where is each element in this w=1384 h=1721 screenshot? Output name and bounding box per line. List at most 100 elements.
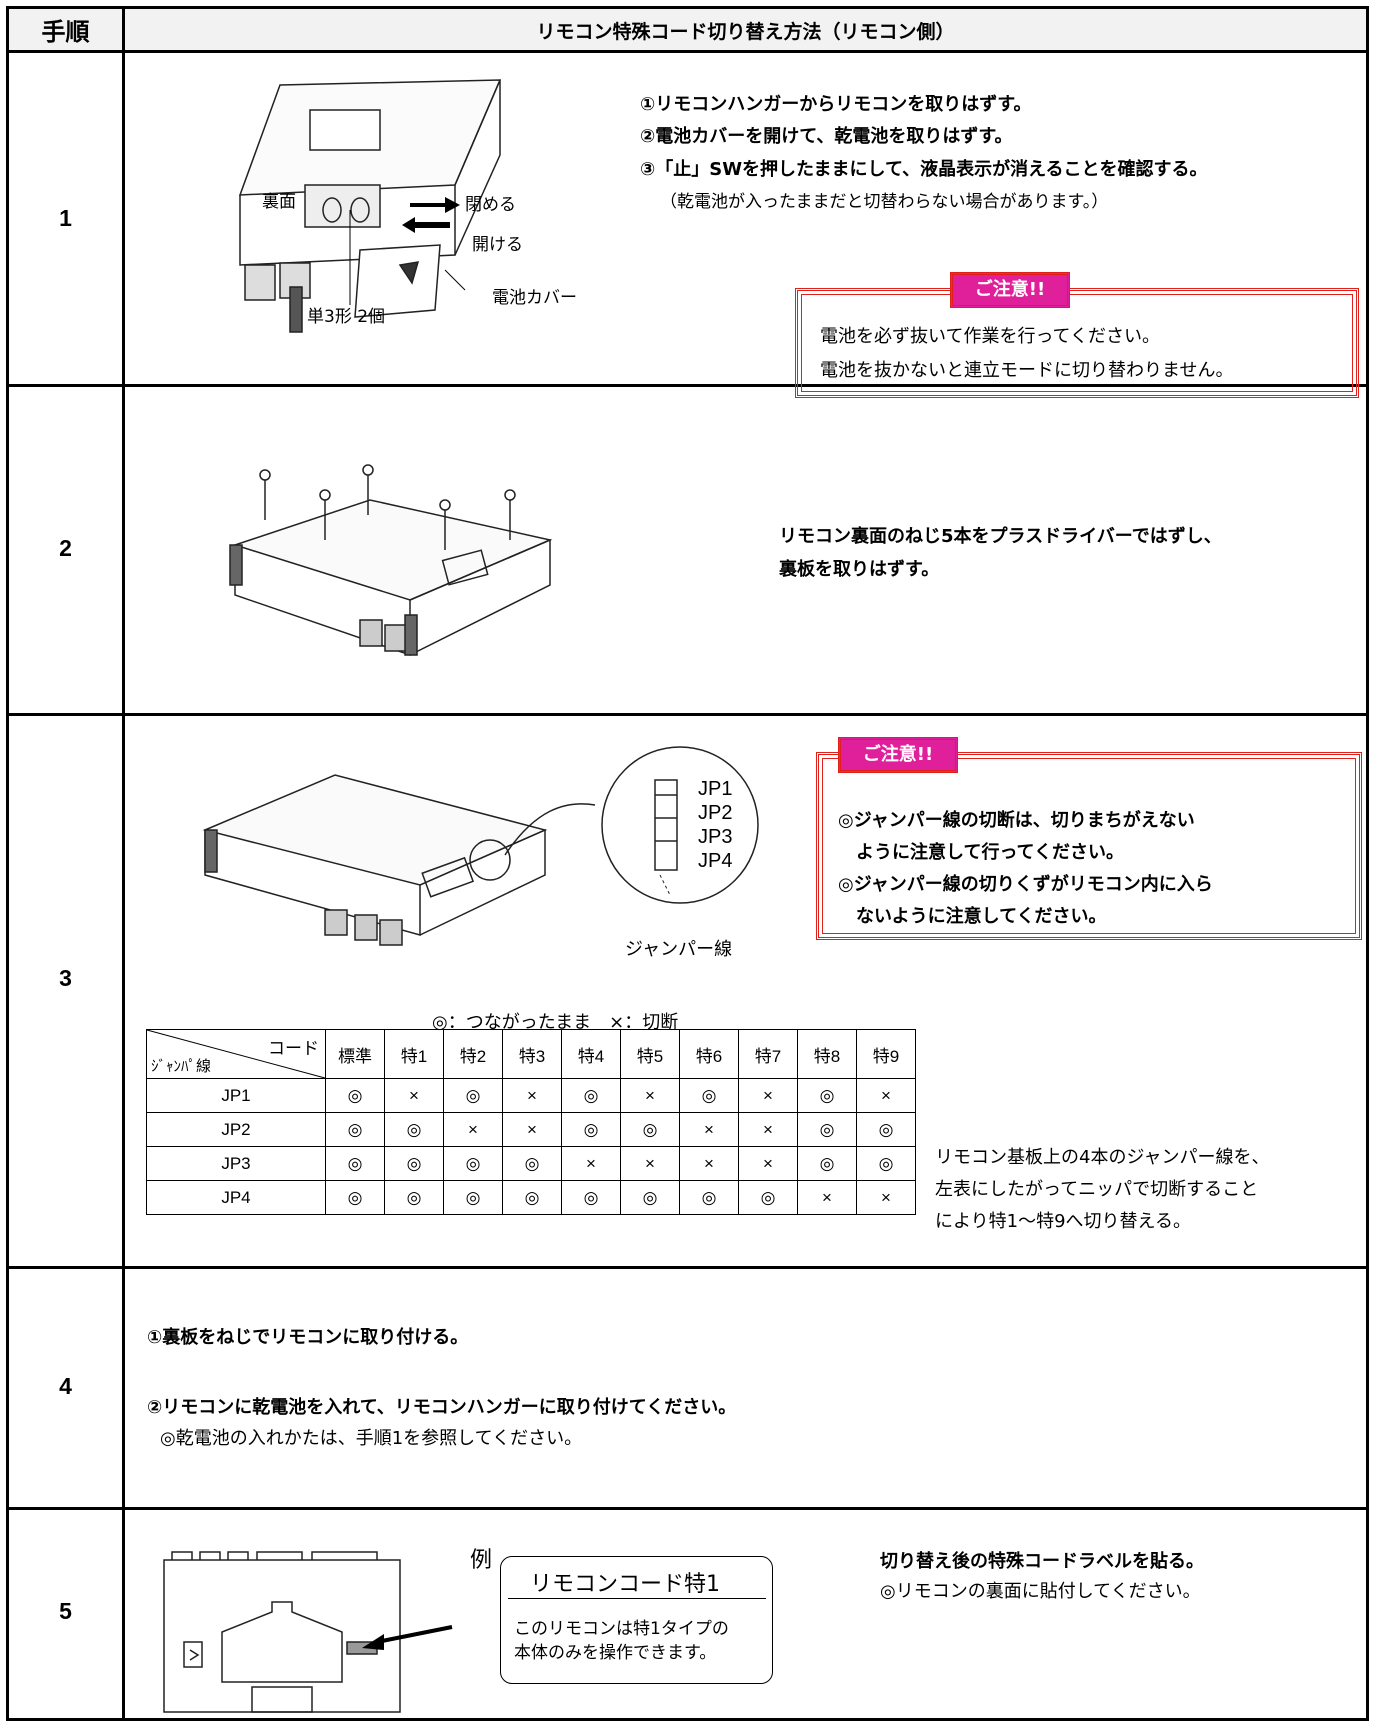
table-row: JP1 ◎ × ◎ × ◎ × ◎ × ◎ ×: [146, 1078, 916, 1113]
corner-label-jumper: ｼﾞｬﾝﾊﾟ線: [151, 1058, 212, 1075]
table-cell: ◎: [738, 1180, 798, 1215]
illustration-label-close: 閉める: [465, 195, 516, 215]
step3-caution-line-2: ように注意して行ってください。: [856, 842, 1125, 863]
table-cell: ◎: [325, 1180, 385, 1215]
row-divider: [6, 384, 1369, 387]
table-cell: ◎: [502, 1146, 562, 1181]
table-cell: ◎: [856, 1146, 916, 1181]
table-cell: ◎: [797, 1112, 857, 1147]
step1-caution-line-2: 電池を抜かないと連立モードに切り替わりません。: [820, 360, 1234, 381]
row-header: JP3: [146, 1146, 326, 1181]
step4-instruction-2: ②リモコンに乾電池を入れて、リモコンハンガーに取り付けてください。: [147, 1397, 737, 1418]
row-divider: [6, 1266, 1369, 1269]
remote-screws-illustration: [229, 464, 553, 657]
step-number-2: 2: [59, 535, 72, 561]
table-cell: ◎: [443, 1146, 503, 1181]
column-header: 特3: [502, 1029, 562, 1079]
header-step-label: 手順: [41, 18, 90, 46]
corner-label-code: コード: [268, 1039, 319, 1058]
table-cell: ×: [620, 1146, 680, 1181]
column-header: 特8: [797, 1029, 857, 1079]
step-number-3: 3: [59, 965, 72, 991]
code-label-line-2: 本体のみを操作できます。: [514, 1643, 717, 1663]
table-cell: ◎: [561, 1112, 621, 1147]
table-cell: ◎: [797, 1078, 857, 1113]
step1-instruction-3: ③「止」SWを押したままにして、液晶表示が消えることを確認する。: [640, 159, 1208, 180]
table-cell: ◎: [502, 1180, 562, 1215]
step2-instruction-2: 裏板を取りはずす。: [779, 559, 940, 580]
jumper-code-table: コード ｼﾞｬﾝﾊﾟ線 標準 特1 特2 特3 特4 特5 特6 特7 特8 特…: [146, 1029, 916, 1215]
illustration-label-open: 開ける: [472, 235, 523, 255]
column-header: 特2: [443, 1029, 503, 1079]
table-cell: ×: [738, 1112, 798, 1147]
table-cell: ◎: [679, 1078, 739, 1113]
table-cell: ◎: [620, 1180, 680, 1215]
jumper-label-jp3: JP3: [698, 826, 733, 848]
row-header: JP4: [146, 1180, 326, 1215]
step3-explain-3: により特1～特9へ切り替える。: [935, 1211, 1192, 1232]
table-cell: ×: [679, 1112, 739, 1147]
remote-back-label-illustration: [163, 1551, 453, 1713]
table-cell: ×: [384, 1078, 444, 1113]
column-header: 標準: [325, 1029, 385, 1079]
code-label-title: リモコンコード特1: [530, 1572, 720, 1597]
column-divider: [122, 6, 125, 1721]
example-label: 例: [470, 1548, 493, 1573]
step5-instruction-1: 切り替え後の特殊コードラベルを貼る。: [880, 1551, 1204, 1572]
table-cell: ×: [856, 1078, 916, 1113]
jumper-zoom-circle: [601, 746, 759, 904]
table-cell: ×: [738, 1078, 798, 1113]
code-label-divider: [508, 1598, 766, 1599]
remote-back-battery-illustration: [238, 79, 502, 333]
table-cell: ◎: [856, 1112, 916, 1147]
code-label-line-1: このリモコンは特1タイプの: [514, 1619, 729, 1639]
table-header-row: コード ｼﾞｬﾝﾊﾟ線 標準 特1 特2 特3 特4 特5 特6 特7 特8 特…: [146, 1029, 916, 1079]
step3-explain-1: リモコン基板上の4本のジャンパー線を、: [935, 1147, 1270, 1168]
table-cell: ×: [856, 1180, 916, 1215]
header-title: リモコン特殊コード切り替え方法（リモコン側）: [536, 21, 955, 43]
step5-instruction-2: ◎リモコンの裏面に貼付してください。: [880, 1581, 1201, 1602]
step4-instruction-1: ①裏板をねじでリモコンに取り付ける。: [147, 1327, 469, 1348]
table-cell: ×: [561, 1146, 621, 1181]
step3-caution-line-1: ◎ジャンパー線の切断は、切りまちがえない: [838, 810, 1195, 831]
table-cell: ◎: [443, 1078, 503, 1113]
table-row: JP2 ◎ ◎ × × ◎ ◎ × × ◎ ◎: [146, 1112, 916, 1147]
step3-caution-line-4: ないように注意してください。: [856, 906, 1107, 927]
step1-note: （乾電池が入ったままだと切替わらない場合があります。）: [660, 192, 1109, 212]
jumper-label-jp2: JP2: [698, 802, 733, 824]
row-header: JP1: [146, 1078, 326, 1113]
step1-caution-box: [795, 288, 1359, 398]
table-cell: ◎: [384, 1112, 444, 1147]
table-cell: ◎: [561, 1078, 621, 1113]
table-cell: ×: [502, 1078, 562, 1113]
step3-caution-tag: ご注意!!: [838, 737, 958, 773]
step1-instruction-1: ①リモコンハンガーからリモコンを取りはずす。: [640, 94, 1032, 115]
column-header: 特9: [856, 1029, 916, 1079]
step2-instruction-1: リモコン裏面のねじ5本をプラスドライバーではずし、: [779, 526, 1222, 547]
step-number-4: 4: [59, 1373, 72, 1399]
table-corner-cell: コード ｼﾞｬﾝﾊﾟ線: [146, 1029, 326, 1079]
jumper-caption: ジャンパー線: [625, 939, 733, 960]
table-frame: [6, 6, 1369, 1721]
header-background: [9, 9, 1366, 50]
table-cell: ◎: [561, 1180, 621, 1215]
column-header: 特4: [561, 1029, 621, 1079]
step1-instruction-2: ②電池カバーを開けて、乾電池を取りはずす。: [640, 126, 1013, 147]
illustration-label-back: 裏面: [262, 192, 296, 212]
table-cell: ◎: [679, 1180, 739, 1215]
table-cell: ◎: [325, 1078, 385, 1113]
table-cell: ◎: [325, 1146, 385, 1181]
table-cell: ◎: [443, 1180, 503, 1215]
jumper-label-jp4: JP4: [698, 850, 733, 872]
step-number-1: 1: [59, 205, 72, 231]
table-cell: ◎: [797, 1146, 857, 1181]
table-cell: ×: [679, 1146, 739, 1181]
table-cell: ×: [797, 1180, 857, 1215]
column-header: 特7: [738, 1029, 798, 1079]
table-cell: ×: [738, 1146, 798, 1181]
step3-caution-box: [816, 752, 1362, 940]
illustration-label-battery-cover: 電池カバー: [492, 288, 577, 308]
column-header: 特1: [384, 1029, 444, 1079]
code-label-sample: [500, 1556, 773, 1684]
column-header: 特5: [620, 1029, 680, 1079]
